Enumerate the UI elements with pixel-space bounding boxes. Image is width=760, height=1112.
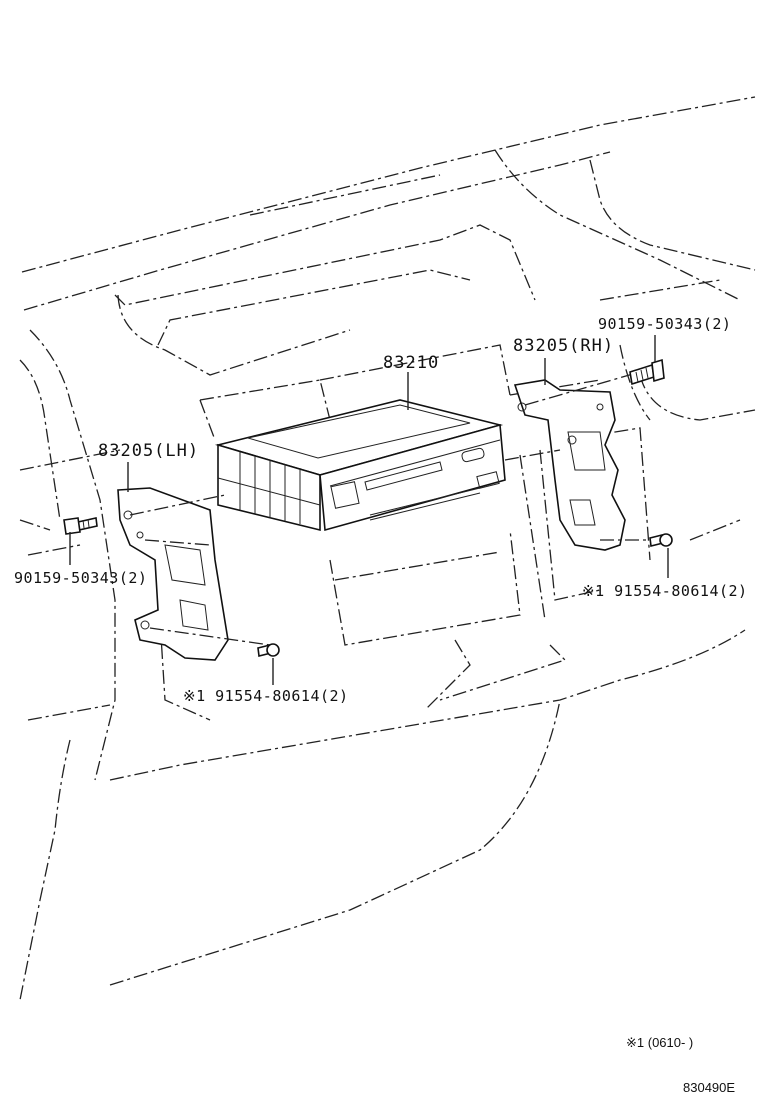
label-unit-83210: 83210 <box>383 353 439 373</box>
footnote: ※1 (0610- ) <box>626 1035 693 1050</box>
bracket-83205-lh <box>117 487 229 661</box>
dashboard-outline <box>19 96 756 1001</box>
leader-lines <box>69 335 669 685</box>
diagram-code: 830490E <box>683 1080 735 1095</box>
label-bracket-rh: 83205(RH) <box>513 336 614 356</box>
label-screw-rh: ※1 91554-80614(2) <box>582 582 748 600</box>
bolt-rh-icon <box>629 358 665 386</box>
screw-lh-icon <box>257 643 280 657</box>
bracket-83205-rh <box>513 379 626 551</box>
bolt-lh-icon <box>63 517 98 535</box>
screw-rh-icon <box>649 533 673 547</box>
audio-unit-83210 <box>214 399 506 532</box>
label-bolt-lh: 90159-50343(2) <box>14 569 147 587</box>
label-bracket-lh: 83205(LH) <box>98 441 199 461</box>
label-screw-lh: ※1 91554-80614(2) <box>183 687 349 705</box>
label-bolt-rh: 90159-50343(2) <box>598 315 731 333</box>
